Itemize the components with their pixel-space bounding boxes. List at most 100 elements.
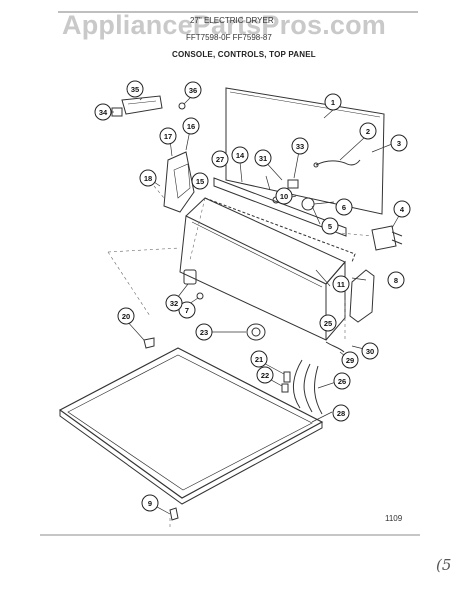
svg-text:27: 27 xyxy=(216,155,224,164)
callout-28: 28 xyxy=(332,404,350,422)
callout-1: 1 xyxy=(324,93,342,111)
lid-bumper xyxy=(169,507,179,521)
svg-text:14: 14 xyxy=(236,151,245,160)
align-line-18 xyxy=(153,185,165,199)
svg-text:31: 31 xyxy=(259,154,267,163)
svg-text:15: 15 xyxy=(196,177,204,186)
callout-29: 29 xyxy=(341,351,359,369)
callout-6: 6 xyxy=(335,198,353,216)
svg-text:1: 1 xyxy=(331,98,335,107)
callout-21: 21 xyxy=(250,350,268,368)
svg-text:32: 32 xyxy=(170,299,178,308)
control-part xyxy=(287,179,299,189)
svg-text:36: 36 xyxy=(189,86,197,95)
back-panel-edge xyxy=(229,91,381,118)
svg-text:10: 10 xyxy=(280,192,288,201)
switch-part xyxy=(121,95,163,115)
callout-26: 26 xyxy=(333,372,351,390)
top-panel xyxy=(58,347,324,499)
control-knob xyxy=(246,323,266,341)
svg-text:28: 28 xyxy=(337,409,345,418)
lamp-socket xyxy=(283,371,291,383)
panel-wiring xyxy=(315,159,361,166)
svg-text:4: 4 xyxy=(400,205,405,214)
svg-text:30: 30 xyxy=(366,347,374,356)
callout-20: 20 xyxy=(117,307,135,325)
push-button xyxy=(183,269,197,285)
callout-8: 8 xyxy=(387,271,405,289)
svg-text:11: 11 xyxy=(337,280,345,289)
callout-35: 35 xyxy=(126,80,144,98)
callout-15: 15 xyxy=(191,172,209,190)
console-top-edge xyxy=(185,197,346,285)
console-inner-line xyxy=(191,221,323,288)
callout-3: 3 xyxy=(390,134,408,152)
align-line-20 xyxy=(107,251,151,317)
control-knob-center xyxy=(251,327,261,337)
page-code: 1109 xyxy=(385,514,403,523)
svg-text:8: 8 xyxy=(394,276,398,285)
callout-31: 31 xyxy=(254,149,272,167)
align-line-left xyxy=(107,247,181,253)
callout-16: 16 xyxy=(182,117,200,135)
top-clip xyxy=(143,337,155,349)
svg-text:34: 34 xyxy=(99,108,108,117)
lamp-clip xyxy=(281,383,289,393)
svg-text:7: 7 xyxy=(185,306,189,315)
svg-text:25: 25 xyxy=(324,319,332,328)
svg-text:29: 29 xyxy=(346,356,354,365)
control-board-outline xyxy=(204,197,356,263)
svg-text:26: 26 xyxy=(338,377,346,386)
callout-11: 11 xyxy=(332,275,350,293)
callout-9: 9 xyxy=(141,494,159,512)
callout-33: 33 xyxy=(291,137,309,155)
callout-5: 5 xyxy=(321,217,339,235)
svg-text:9: 9 xyxy=(148,499,152,508)
callout-22: 22 xyxy=(256,366,274,384)
callout-27: 27 xyxy=(211,150,229,168)
wiring-clip xyxy=(313,162,319,168)
timer-block xyxy=(371,225,397,251)
callout-14: 14 xyxy=(231,146,249,164)
callout-7: 7 xyxy=(178,301,196,319)
callout-17: 17 xyxy=(159,127,177,145)
svg-text:2: 2 xyxy=(366,127,370,136)
svg-text:22: 22 xyxy=(261,371,269,380)
svg-text:18: 18 xyxy=(144,174,152,183)
svg-text:33: 33 xyxy=(296,142,304,151)
callout-4: 4 xyxy=(393,200,411,218)
model-numbers: FFT7598-0F FF7598-87 xyxy=(186,33,272,42)
screw-part xyxy=(178,102,186,110)
section-title: CONSOLE, CONTROLS, TOP PANEL xyxy=(172,50,316,59)
timer-terminals xyxy=(391,231,403,245)
svg-text:17: 17 xyxy=(164,132,172,141)
svg-text:23: 23 xyxy=(200,328,208,337)
top-panel-inner xyxy=(67,354,313,491)
callout-25: 25 xyxy=(319,314,337,332)
svg-text:5: 5 xyxy=(328,222,332,231)
callout-2: 2 xyxy=(359,122,377,140)
align-line-4 xyxy=(329,231,373,237)
right-end-cap xyxy=(349,269,375,323)
svg-text:21: 21 xyxy=(255,355,263,364)
button-clip xyxy=(196,292,204,300)
svg-text:3: 3 xyxy=(397,139,401,148)
watermark: AppliancePartsPros.com xyxy=(62,10,387,40)
control-switch xyxy=(301,197,315,211)
console-top-strip xyxy=(213,177,347,237)
callout-32: 32 xyxy=(165,294,183,312)
svg-text:20: 20 xyxy=(122,312,130,321)
wire-lead xyxy=(325,341,345,353)
callout-36: 36 xyxy=(184,81,202,99)
callout-23: 23 xyxy=(195,323,213,341)
wire-harness xyxy=(293,359,323,415)
svg-text:35: 35 xyxy=(131,85,139,94)
callout-30: 30 xyxy=(361,342,379,360)
left-end-cap-inner xyxy=(173,163,191,199)
align-line-mid xyxy=(189,197,206,261)
svg-text:6: 6 xyxy=(342,203,346,212)
svg-text:16: 16 xyxy=(187,122,195,131)
diagram-title: 27" ELECTRIC DRYER xyxy=(190,16,274,25)
